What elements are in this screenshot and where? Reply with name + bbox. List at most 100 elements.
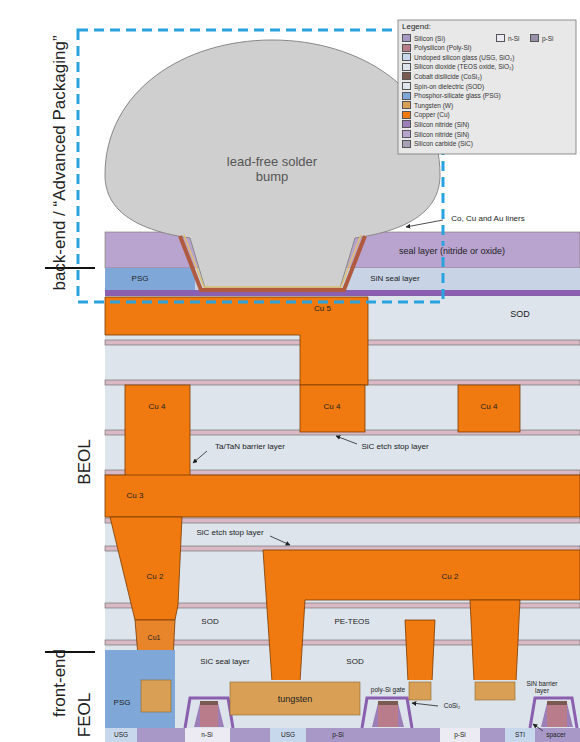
- layer-label: poly-Si gate: [369, 686, 407, 693]
- shape: [440, 728, 480, 742]
- metal-layer-region: Cu 4: [128, 398, 186, 416]
- shape: [105, 650, 175, 728]
- layer-label: STI: [515, 731, 525, 738]
- legend-swatch: [402, 44, 411, 52]
- leader-lines: [193, 220, 543, 731]
- shape: [470, 600, 520, 682]
- layer-label: PSG: [132, 274, 149, 283]
- shape: [270, 728, 306, 742]
- layer-label: n-Si: [201, 731, 213, 738]
- legend-text: Silicon (Si): [414, 35, 445, 42]
- legend-swatch: [402, 140, 411, 148]
- shape: [200, 701, 218, 705]
- legend-entry: Copper (Cu): [402, 111, 450, 119]
- layer-label: CoSi₂: [444, 702, 461, 709]
- legend-text: Phosphor-silicate glass (PSG): [414, 92, 501, 99]
- feol-layers: [105, 650, 580, 742]
- legend-entry: Phosphor-silicate glass (PSG): [402, 92, 501, 100]
- layer-label: SOD: [510, 309, 530, 319]
- shape: [184, 235, 361, 287]
- shape: [547, 705, 567, 727]
- region-markers: [45, 30, 443, 652]
- layer-name: Cu 3: [127, 491, 144, 500]
- legend-entry: Undoped silicon glass (USG, SiO₂): [402, 53, 514, 61]
- layer-label: USG: [281, 731, 295, 738]
- layer-name: Cu 4: [324, 402, 341, 411]
- legend-text: Silicon nitride (SiN): [414, 131, 469, 138]
- legend-swatch: [402, 82, 411, 90]
- solder-bump-region: lead-free solder bump: [220, 148, 324, 192]
- legend-entry: Silicon nitride (SiN): [402, 130, 469, 138]
- shape: [230, 682, 360, 715]
- layer-label: Ta/TaN barrier layer: [215, 442, 285, 451]
- legend-swatch: [402, 120, 411, 128]
- shape: [193, 451, 207, 463]
- layer-label: PE-TEOS: [334, 617, 369, 626]
- shape: [105, 475, 580, 517]
- layer-name: tungsten: [278, 694, 313, 704]
- region-label: BEOL: [75, 439, 95, 484]
- legend-text: Silicon nitride (SiN): [414, 121, 469, 128]
- layer-label: p-Si: [332, 731, 344, 738]
- metal-layer-region: Cu 4: [461, 398, 517, 416]
- legend-text: Tungsten (W): [414, 102, 453, 109]
- shape: [336, 436, 357, 444]
- layer-label: SiC seal layer: [200, 657, 249, 666]
- legend-swatch: [402, 53, 411, 61]
- legend-swatch: [402, 101, 411, 109]
- metal-layer-region: tungsten: [240, 690, 350, 708]
- shape: [110, 517, 182, 620]
- metal-layer-region: Cu 3: [110, 487, 160, 505]
- legend-entry: n-Si: [496, 34, 520, 42]
- shape: [505, 728, 535, 742]
- layer-label: PSG: [114, 698, 131, 707]
- shape: [378, 701, 398, 705]
- legend-entry: Spin-on dielectric (SOD): [402, 82, 484, 90]
- layer-label: SOD: [346, 657, 363, 666]
- layer-label: SiC etch stop layer: [196, 528, 263, 537]
- legend-entry: Silicon carbide (SiC): [402, 140, 473, 148]
- layer-label: p-Si: [454, 731, 466, 738]
- shape: [458, 385, 520, 432]
- shape: [405, 620, 435, 682]
- legend-entry: Silicon dioxide (TEOS oxide, SiO₂): [402, 63, 514, 71]
- layer-label: SiN barrier layer: [518, 680, 566, 695]
- legend-entry: Silicon (Si): [402, 34, 445, 42]
- layer-name: Cu1: [148, 634, 161, 642]
- region-label: back-end / “Advanced Packaging”: [50, 35, 70, 290]
- metal-layer-region: Cu 4: [303, 398, 361, 416]
- shape: [125, 385, 190, 477]
- region-label: FEOL: [75, 693, 95, 737]
- shape: [141, 680, 171, 712]
- legend-entry: Silicon nitride (SiN): [402, 120, 469, 128]
- shape: [300, 385, 365, 432]
- shape: [105, 728, 580, 742]
- solder-bump: [105, 40, 440, 290]
- shape: [105, 268, 195, 290]
- layer-label: seal layer (nitride or oxide): [397, 246, 507, 256]
- tungsten-contacts: [141, 680, 515, 715]
- legend-text: Cobalt disilicide (CoSi₂): [414, 73, 482, 80]
- shape: [409, 682, 431, 700]
- layer-label: USG: [114, 731, 128, 738]
- legend-entry: Polysilicon (Poly-Si): [402, 44, 471, 52]
- dielectric-stack: [105, 232, 580, 742]
- copper-interconnects: [105, 297, 580, 682]
- layer-name: Cu 4: [481, 402, 498, 411]
- legend-text: p-Si: [542, 35, 554, 42]
- legend-swatch: [402, 92, 411, 100]
- legend-swatch: [496, 34, 505, 42]
- shape: [547, 701, 567, 705]
- legend-title: Legend:: [402, 22, 431, 31]
- legend-entry: Tungsten (W): [402, 101, 453, 109]
- shape: [200, 705, 218, 727]
- shape: [105, 680, 580, 728]
- legend-swatch: [530, 34, 539, 42]
- legend-swatch: [402, 111, 411, 119]
- layer-name: Cu 4: [149, 402, 166, 411]
- shape: [533, 724, 543, 731]
- legend-text: Silicon dioxide (TEOS oxide, SiO₂): [414, 63, 514, 70]
- metal-layer-region: Cu 5: [300, 300, 345, 318]
- legend-swatch: [402, 72, 411, 80]
